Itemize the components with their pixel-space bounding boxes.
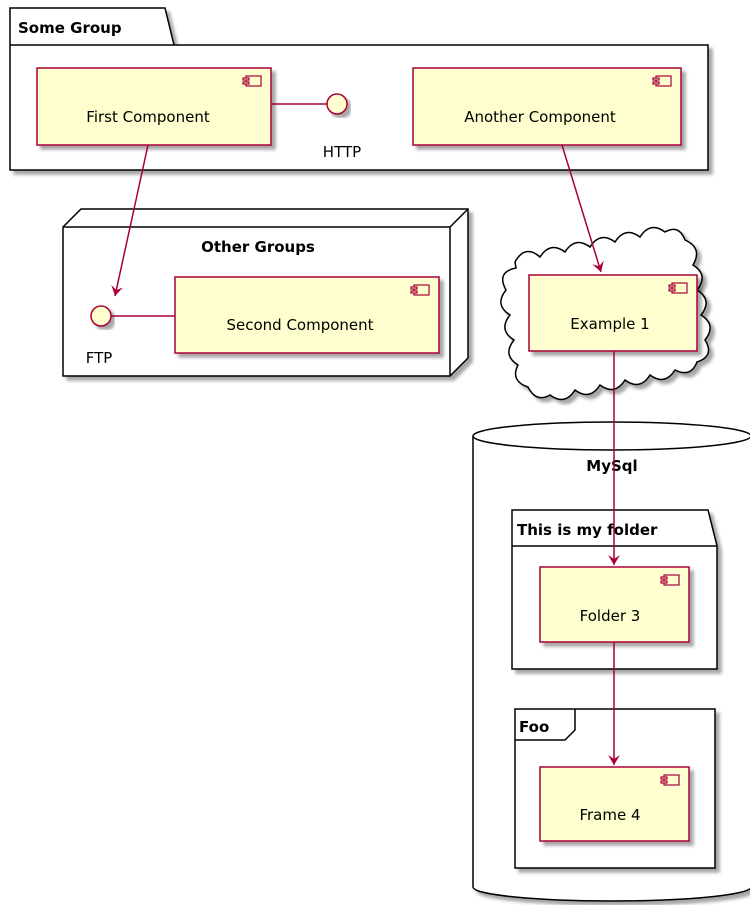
database-mysql-title: MySql: [586, 457, 637, 475]
frame-4-label: Frame 4: [579, 806, 640, 824]
folder-3-label: Folder 3: [580, 607, 641, 625]
second-component-label: Second Component: [226, 316, 373, 334]
another-component[interactable]: Another Component: [412, 67, 682, 146]
component-icon: [652, 75, 672, 87]
component-icon: [660, 774, 680, 786]
package-some-group-title: Some Group: [18, 19, 122, 37]
component-icon: [242, 75, 262, 87]
http-interface-label: HTTP: [323, 143, 361, 161]
first-component-label: First Component: [86, 108, 210, 126]
component-icon: [668, 282, 688, 294]
component-icon: [660, 574, 680, 586]
second-component[interactable]: Second Component: [174, 276, 440, 354]
frame-foo-title: Foo: [519, 718, 549, 736]
first-component[interactable]: First Component: [36, 67, 272, 146]
node-other-groups-title: Other Groups: [201, 238, 315, 256]
arrow-another-to-example1: [561, 144, 604, 273]
frame-4-component[interactable]: Frame 4: [539, 766, 690, 842]
arrow-first-to-ftp: [111, 144, 149, 297]
ftp-interface-circle[interactable]: [90, 305, 112, 327]
example-1-label: Example 1: [570, 315, 649, 333]
another-component-label: Another Component: [464, 108, 616, 126]
example-1-component[interactable]: Example 1: [528, 274, 698, 352]
ftp-interface-label: FTP: [86, 349, 113, 367]
folder-my-folder-title: This is my folder: [517, 521, 658, 539]
http-interface-circle[interactable]: [326, 93, 348, 115]
component-icon: [410, 284, 430, 296]
folder-3-component[interactable]: Folder 3: [539, 566, 690, 643]
